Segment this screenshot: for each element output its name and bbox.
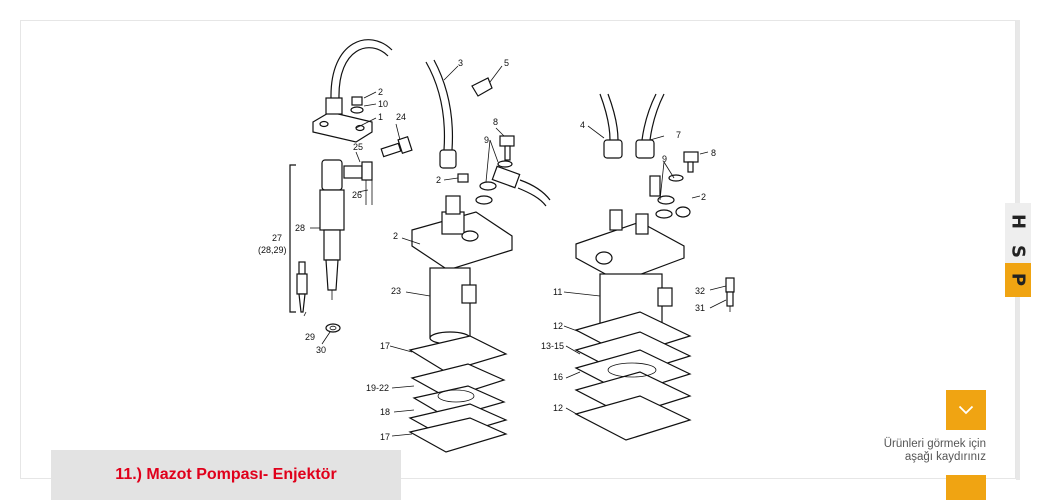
label-12: 12 [553, 321, 563, 331]
label-2: 2 [701, 192, 706, 202]
label-13-15: 13-15 [541, 341, 564, 351]
label-5: 5 [504, 58, 509, 68]
label-2: 2 [436, 175, 441, 185]
label-23: 23 [391, 286, 401, 296]
label-9: 9 [662, 154, 667, 164]
label-18: 18 [380, 407, 390, 417]
label-11: 11 [553, 287, 562, 297]
scroll-hint-text: Ürünleri görmek için aşağı kaydırınız [860, 438, 986, 464]
label-2: 2 [393, 231, 398, 241]
label-28-29: (28,29) [258, 245, 287, 255]
label-27: 27 [272, 233, 282, 243]
label-2: 2 [378, 87, 383, 97]
label-12: 12 [553, 403, 563, 413]
label-26: 26 [352, 190, 362, 200]
scroll-down-button[interactable] [946, 390, 986, 430]
scroll-hint-line-2: aşağı kaydırınız [904, 451, 986, 463]
caption-title: 11.) Mazot Pompası- Enjektör [115, 466, 337, 483]
part-number-labels: 2 10 1 24 25 26 28 27 (28,29) 29 30 3 5 … [258, 58, 716, 442]
side-tab-accent [1005, 263, 1031, 297]
accent-block [946, 475, 986, 500]
label-28: 28 [295, 223, 305, 233]
injection-pump-right [574, 93, 735, 441]
injector-assembly [289, 39, 413, 333]
label-10: 10 [378, 99, 388, 109]
label-30: 30 [316, 345, 326, 355]
label-4: 4 [580, 120, 585, 130]
label-8: 8 [711, 148, 716, 158]
label-25: 25 [353, 142, 363, 152]
label-31: 31 [695, 303, 705, 313]
side-tab-letter-s: S [1007, 245, 1029, 258]
label-7: 7 [676, 130, 681, 140]
label-29: 29 [305, 332, 315, 342]
product-caption: 11.) Mazot Pompası- Enjektör [51, 450, 401, 500]
label-17: 17 [380, 341, 390, 351]
injection-pump-left [408, 59, 551, 453]
label-19-22: 19-22 [366, 383, 389, 393]
chevron-down-icon [958, 405, 974, 415]
label-32: 32 [695, 286, 705, 296]
scroll-hint-line-1: Ürünleri görmek için [883, 438, 986, 450]
label-16: 16 [553, 372, 563, 382]
leader-lines [303, 65, 727, 437]
content-frame [20, 20, 1016, 479]
label-8: 8 [493, 117, 498, 127]
label-1: 1 [378, 112, 383, 122]
hsp-side-tab[interactable]: H S P [1005, 203, 1031, 297]
label-24: 24 [396, 112, 406, 122]
label-9: 9 [484, 135, 489, 145]
label-3: 3 [458, 58, 463, 68]
label-17: 17 [380, 432, 390, 442]
side-tab-letter-p: P [1007, 272, 1029, 287]
side-tab-letter-h: H [1007, 213, 1029, 230]
